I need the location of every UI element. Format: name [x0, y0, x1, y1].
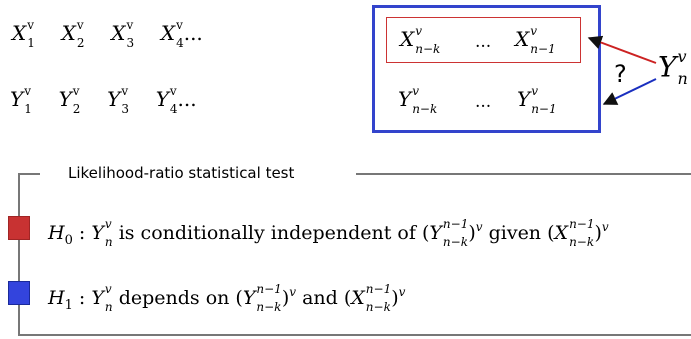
test-frame-title: Likelihood-ratio statistical test: [68, 164, 295, 182]
frame-top-right-line: [356, 173, 691, 175]
y-history-ellipsis: ...: [475, 92, 492, 112]
frame-top-left-line: [18, 173, 40, 175]
h0-color-square: [8, 216, 30, 240]
x-series-ellipsis: ...: [183, 21, 203, 46]
h1-color-square: [8, 281, 30, 305]
question-mark: ?: [614, 60, 627, 88]
frame-left-line: [18, 173, 20, 336]
x-history-ellipsis: ...: [475, 32, 492, 52]
x-history-box: [386, 17, 581, 63]
blue-arrow: [602, 78, 657, 105]
y-series-ellipsis: ...: [177, 87, 197, 112]
history-window: [372, 5, 601, 133]
frame-bottom-line: [18, 334, 691, 336]
